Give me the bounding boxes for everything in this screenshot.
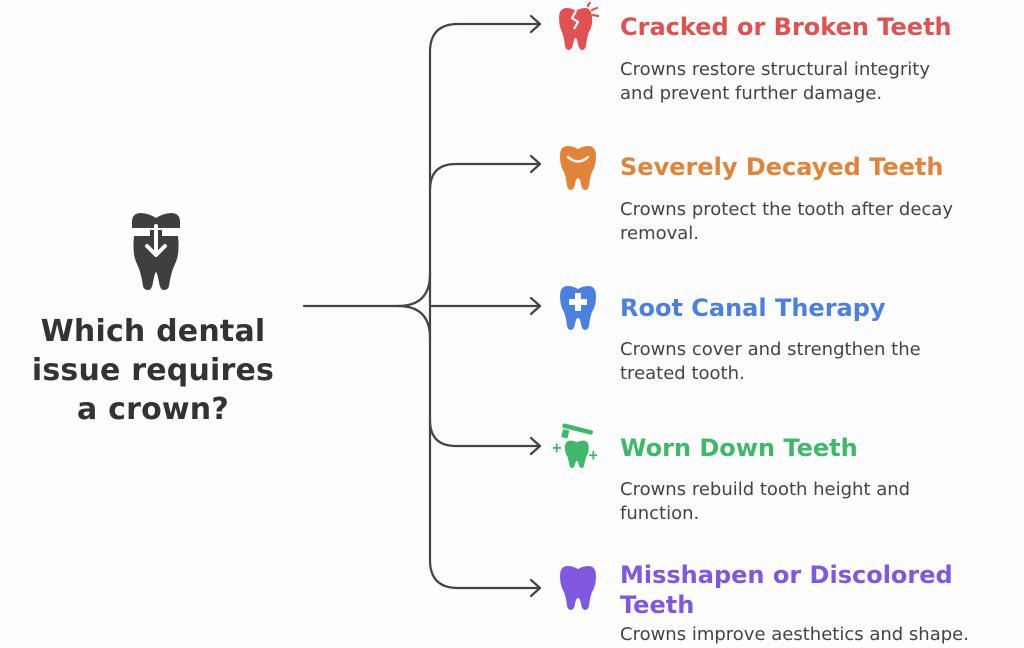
branch-desc-root-canal: Crowns cover and strengthen the treated … <box>620 338 1020 386</box>
branch-title-misshapen: Misshapen or Discolored Teeth <box>620 560 1020 620</box>
branch-title-root-canal: Root Canal Therapy <box>620 294 886 322</box>
branch-desc-line-1: Crowns rebuild tooth height and <box>620 479 911 500</box>
tooth-crown-icon <box>132 213 180 290</box>
connector-branch-1 <box>428 22 542 54</box>
central-question: Which dental issue requires a crown? <box>18 312 288 429</box>
branch-title-line-1: Misshapen or Discolored <box>620 561 953 589</box>
arrow-head-2 <box>529 154 542 174</box>
branch-desc-worn-down: Crowns rebuild tooth height and function… <box>620 478 1020 526</box>
arrow-head-4 <box>529 436 542 456</box>
branch-desc-line-1: Crowns improve aesthetics and shape. <box>620 624 969 645</box>
connector-branch-2 <box>428 162 542 192</box>
branch-desc-line-1: Crowns protect the tooth after decay <box>620 199 953 220</box>
branch-desc-misshapen: Crowns improve aesthetics and shape. <box>620 623 1020 647</box>
connector-curve-lower <box>396 304 432 340</box>
question-line-2: issue requires <box>31 353 275 388</box>
arrow-head-5 <box>529 578 542 598</box>
branch-desc-line-2: removal. <box>620 223 700 244</box>
branch-desc-line-2: function. <box>620 503 700 524</box>
connector-curve-upper <box>396 272 432 308</box>
connector-branch-4 <box>428 418 542 448</box>
decayed-tooth-icon <box>560 146 596 190</box>
question-line-1: Which dental <box>40 314 266 349</box>
branch-title-decayed: Severely Decayed Teeth <box>620 153 944 181</box>
arrow-head-1 <box>529 14 542 34</box>
medical-tooth-icon <box>560 286 596 330</box>
branch-title-cracked: Cracked or Broken Teeth <box>620 13 952 41</box>
branch-desc-line-2: and prevent further damage. <box>620 83 883 104</box>
branch-title-worn-down: Worn Down Teeth <box>620 434 858 462</box>
arrow-head-3 <box>529 296 542 316</box>
tooth-icon <box>560 566 596 610</box>
cracked-tooth-icon <box>559 2 599 50</box>
connector-branch-5 <box>428 558 542 590</box>
branch-desc-line-1: Crowns restore structural integrity <box>620 59 930 80</box>
branch-desc-cracked: Crowns restore structural integrity and … <box>620 58 1020 106</box>
branch-desc-decayed: Crowns protect the tooth after decay rem… <box>620 198 1020 246</box>
brushing-tooth-icon <box>553 423 597 469</box>
branch-desc-line-1: Crowns cover and strengthen the <box>620 339 921 360</box>
branch-title-line-2: Teeth <box>620 591 695 619</box>
question-line-3: a crown? <box>77 392 229 427</box>
branch-desc-line-2: treated tooth. <box>620 363 745 384</box>
